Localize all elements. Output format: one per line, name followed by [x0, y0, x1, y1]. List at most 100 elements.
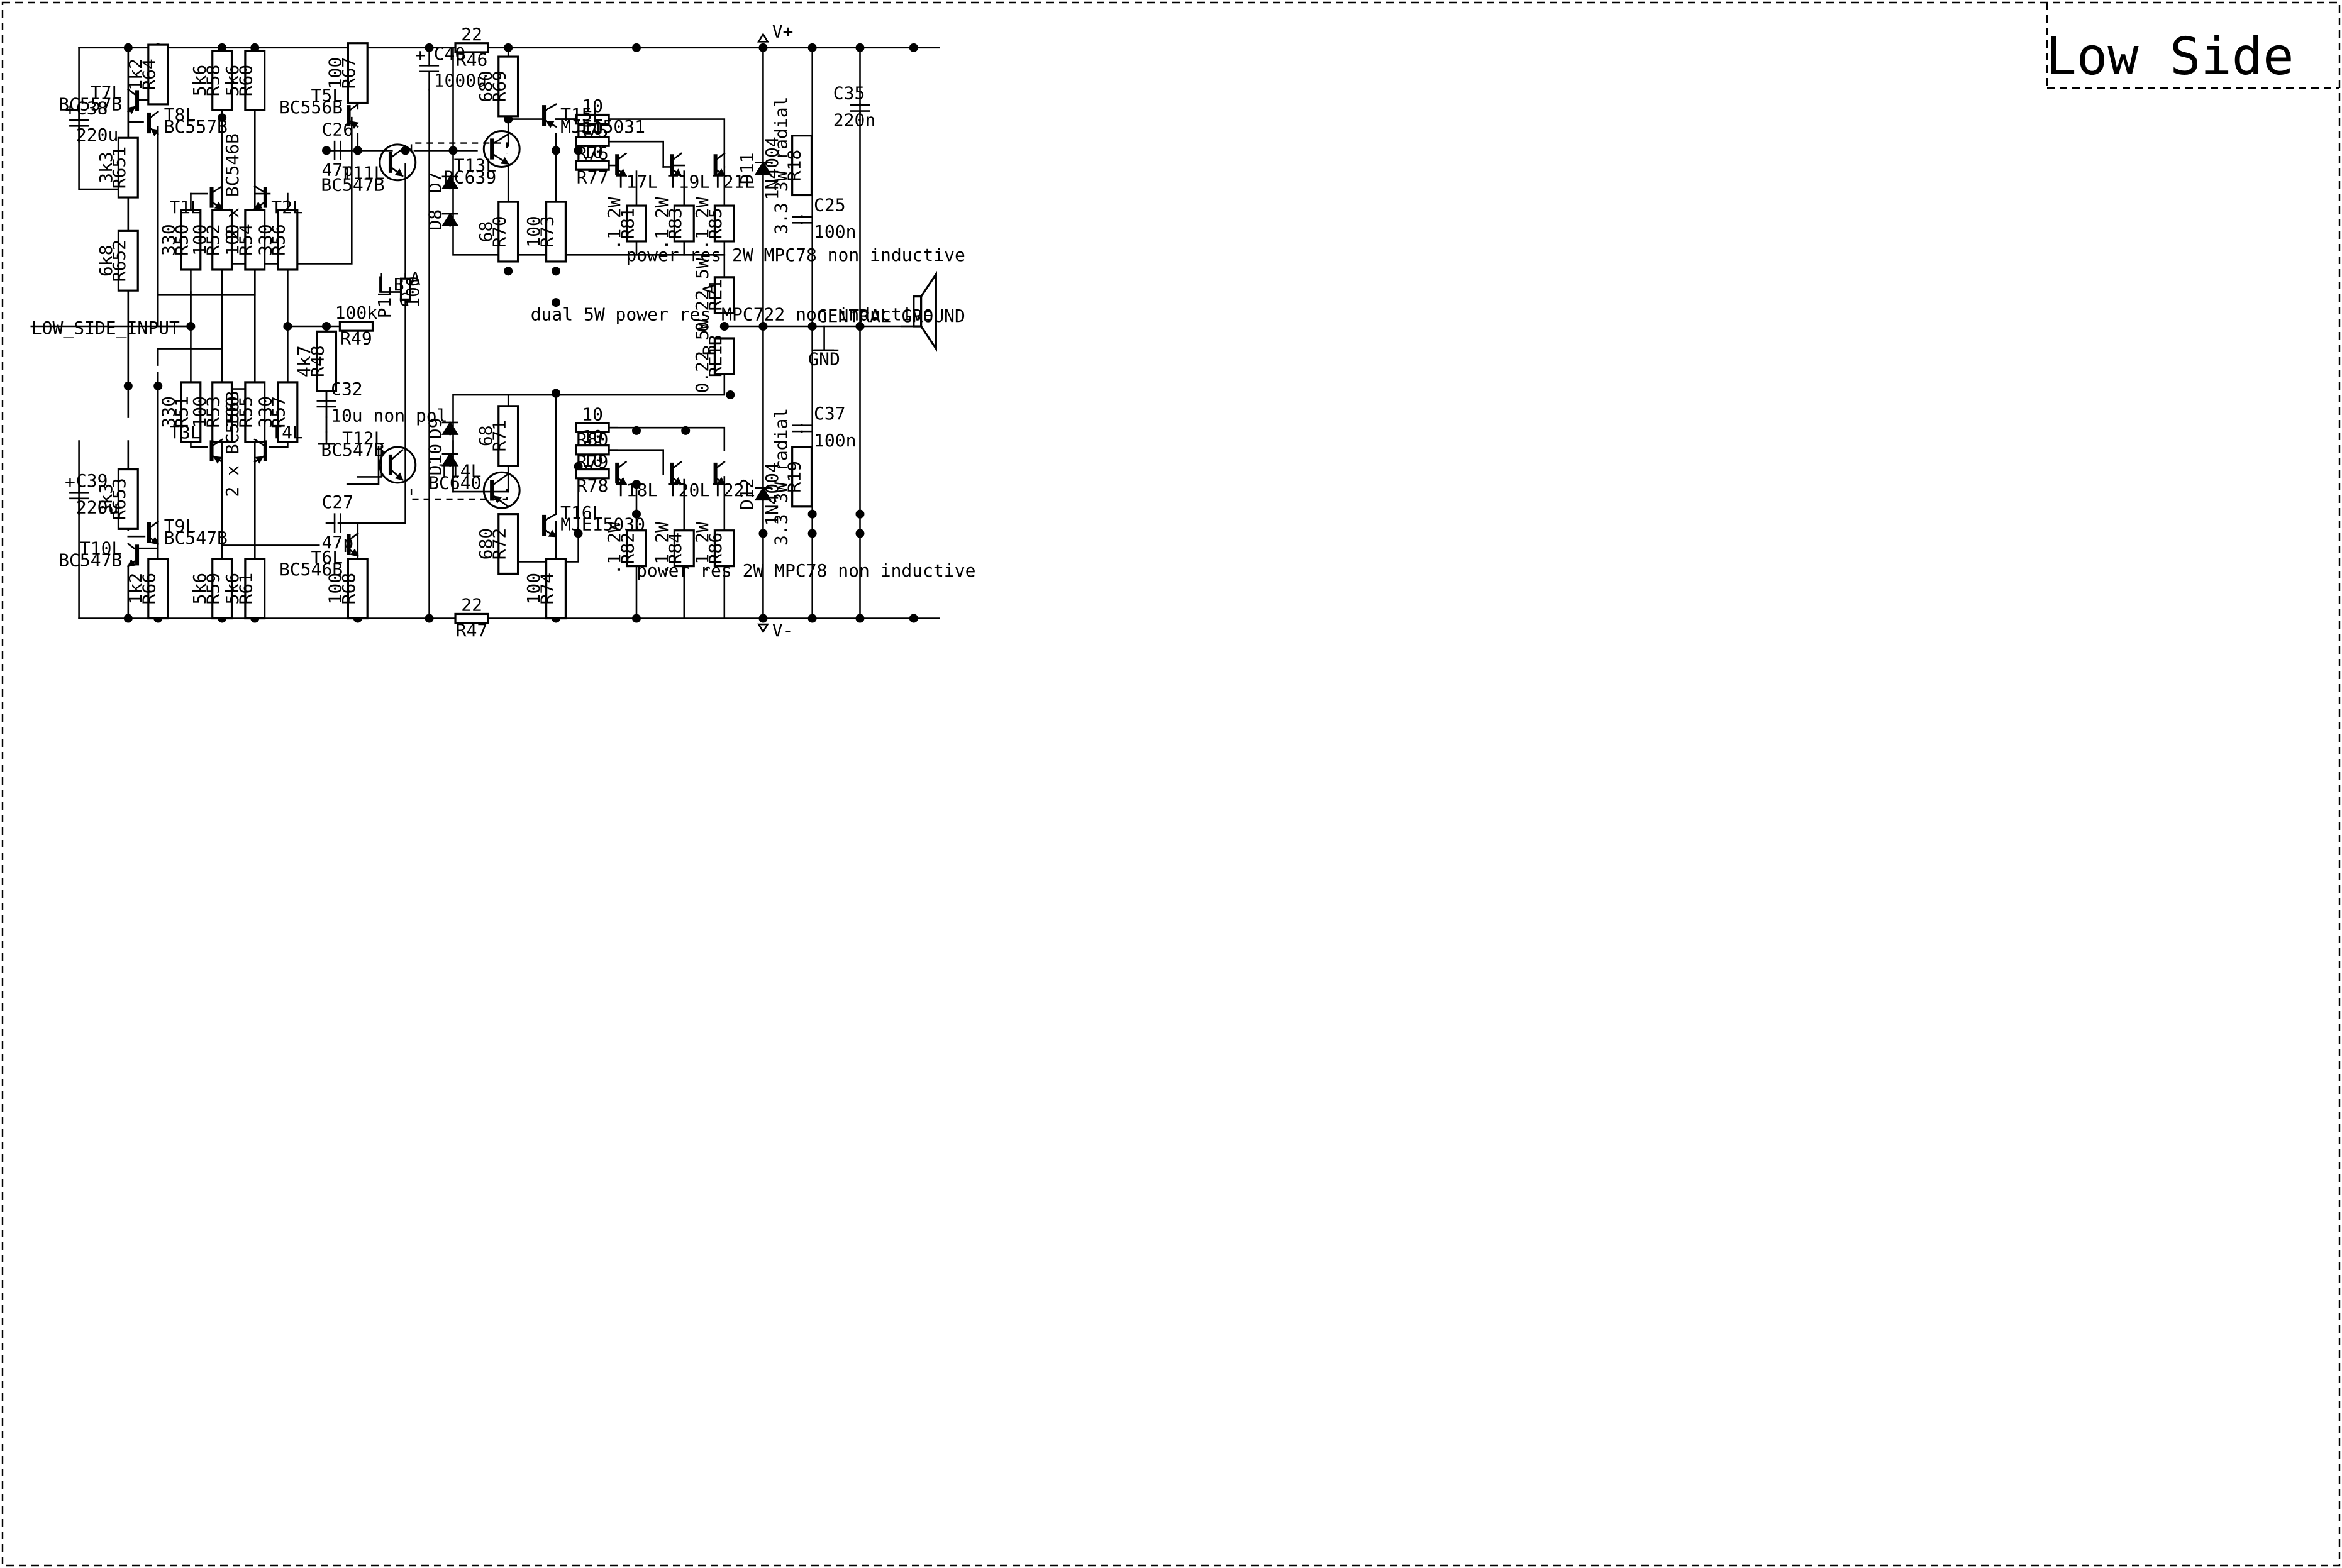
junction-dot — [681, 426, 691, 435]
resistor-r72-ref: R72 — [489, 528, 509, 560]
transistor-t6l — [350, 548, 359, 557]
resistor-r82-ref: R82 — [617, 533, 638, 565]
transistor-t5l-ref: T5L — [311, 85, 343, 106]
resistor-r48-ref: R48 — [307, 345, 328, 377]
transistor-t20l — [673, 477, 682, 485]
transistor-t9l — [150, 536, 160, 545]
resistor-r59 — [211, 558, 233, 620]
transistor-t10l — [127, 543, 138, 552]
capacitor-c39-value: 220u — [76, 497, 118, 518]
junction-dot — [807, 509, 817, 519]
resistor-r85-value: .1 2W — [692, 197, 713, 250]
transistor-t17l — [616, 152, 628, 162]
transistor-t12l-value: BC547B — [321, 439, 384, 460]
capacitor-c35-value: 220n — [833, 109, 875, 130]
transistor-t17l-ref: T17L — [616, 172, 658, 192]
resistor-re1-ref: RE1 — [705, 279, 726, 311]
junction-dot — [504, 43, 513, 52]
resistor-r57-ref: R57 — [269, 396, 289, 428]
resistor-r49-value: 100k — [335, 302, 378, 323]
resistor-r83 — [673, 204, 695, 243]
components — [69, 32, 937, 634]
resistor-r66-ref: R66 — [139, 573, 160, 605]
junction-dot — [855, 322, 865, 331]
junction-dot — [855, 43, 865, 52]
transistor-t3l — [210, 438, 223, 448]
resistor-r56 — [277, 209, 299, 271]
transistor-t14l-ref: T14L — [439, 460, 481, 481]
junction-dot — [855, 509, 865, 519]
diode-d11-value: 1N4004 — [762, 136, 782, 200]
transistor-t6l-ref: T6L — [311, 547, 343, 568]
transistor-t19l — [671, 152, 682, 162]
diode-d7 — [441, 175, 459, 189]
resistor-r61-value: 5k6 — [222, 573, 243, 605]
transistor-t9l-ref: T9L — [164, 516, 196, 536]
resistor-r66 — [147, 558, 169, 620]
resistor-r55 — [244, 381, 266, 443]
resistor-r57-value: 330 — [255, 396, 275, 428]
resistor-r61 — [244, 558, 266, 620]
junction-dot — [153, 381, 163, 390]
transistor-t6l — [347, 532, 359, 541]
transistor-t15l — [543, 103, 557, 113]
resistor-r51 — [180, 381, 202, 443]
note-dual-res: dual 5W power res MPC722 non inductive — [531, 304, 934, 325]
transistor-t2l — [253, 185, 267, 194]
transistor-t20l — [671, 460, 682, 470]
resistor-r60 — [244, 49, 266, 111]
resistor-r71-ref: R71 — [489, 420, 509, 452]
transistor-t16l — [548, 529, 557, 538]
resistor-r86 — [713, 529, 735, 568]
net-central-ground: CENTRAL GROUND — [817, 306, 965, 326]
resistor-r69-ref: R69 — [489, 70, 509, 102]
resistor-r67-ref: R67 — [338, 57, 359, 89]
pot-pin-c: C — [399, 289, 409, 310]
resistor-r70-value: 68 — [475, 221, 496, 243]
resistor-r48-value: 4k7 — [294, 345, 314, 377]
wire — [602, 118, 726, 168]
resistor-r75 — [575, 113, 610, 125]
capacitor-c25-value: 100n — [814, 221, 856, 242]
net-input: LOW_SIDE_INPUT — [31, 317, 180, 339]
transistor-t11l — [394, 168, 404, 177]
junction-dot — [123, 381, 133, 390]
resistor-r72 — [497, 513, 519, 575]
resistor-r80-ref: R80 — [577, 429, 609, 450]
resistor-r76-ref: R76 — [577, 143, 609, 164]
transistor-t17l — [618, 168, 628, 177]
transistor-t13l — [491, 133, 509, 146]
capacitor-c40-ref: C40 — [434, 43, 466, 64]
transistor-t2l-ref: T2L — [271, 197, 303, 218]
wire — [379, 276, 401, 293]
resistor-r60-ref: R60 — [236, 65, 257, 97]
labels: 22R4622R47+C401000u1k2R64+C38220u+C39220… — [31, 21, 976, 641]
transistor-t10l-ref: T10L — [80, 538, 122, 559]
wire — [269, 325, 289, 448]
resistor-r69 — [497, 55, 519, 118]
resistor-r18-value: 3.3 3W radial — [770, 97, 791, 235]
resistor-r652-value: 6k8 — [96, 245, 116, 277]
resistor-r76-value: 10 — [582, 118, 603, 138]
transistor-t22l — [716, 477, 726, 485]
resistor-r81-value: .1 2W — [604, 197, 624, 250]
resistor-r50-value: 330 — [158, 224, 179, 256]
resistor-r64-value: 1k2 — [125, 58, 146, 91]
capacitor-c39-polarity: + — [65, 472, 75, 492]
transistor-t11l-ref: T11L — [342, 162, 384, 183]
resistor-r80-value: 10 — [582, 404, 603, 424]
junction-dot — [218, 113, 227, 123]
resistor-r78 — [575, 468, 610, 480]
junction-dot — [758, 529, 768, 538]
resistor-r77 — [575, 160, 610, 171]
potentiometer-p1l-ref: P1L — [374, 287, 395, 319]
transistor-t2l — [253, 201, 263, 210]
resistor-re1-value: 0.22 5W — [692, 258, 713, 332]
resistor-r70-ref: R70 — [489, 216, 509, 248]
resistor-r60-value: 5k6 — [222, 65, 243, 97]
junction-dot — [726, 390, 735, 400]
transistor-t13l-ref: T13L — [454, 155, 496, 176]
junction-dot — [631, 614, 641, 623]
transistor-t7l-value: BC557B — [58, 94, 122, 114]
resistor-r82 — [625, 529, 647, 568]
